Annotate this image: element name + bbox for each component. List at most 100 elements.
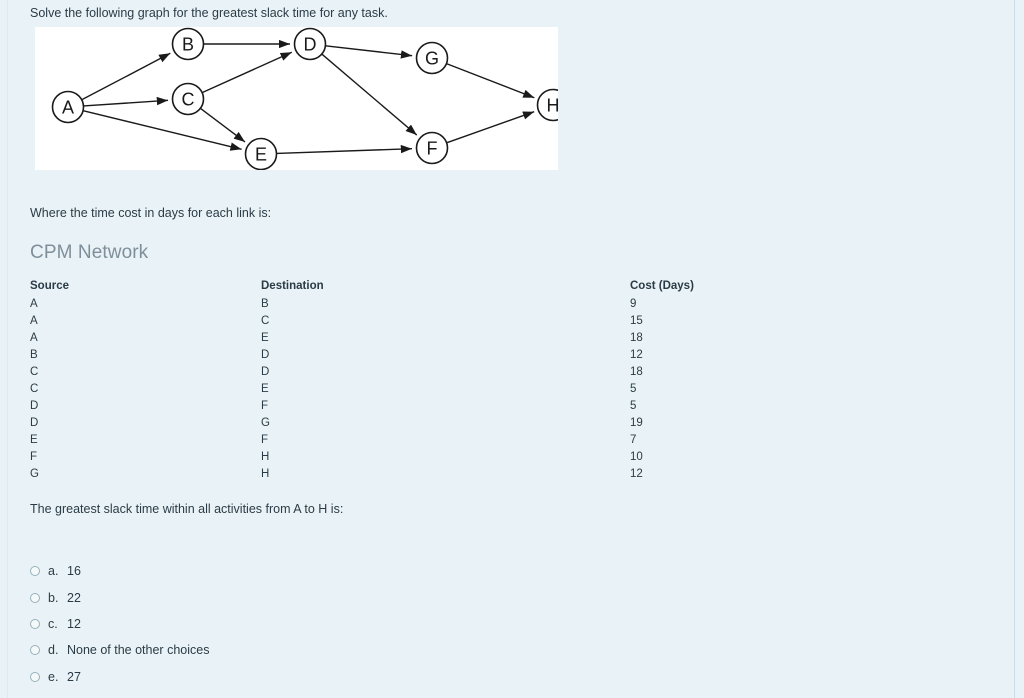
- graph-node-c: C: [171, 82, 205, 116]
- graph-node-g: G: [415, 41, 449, 75]
- graph-edge-e-f: [276, 144, 413, 155]
- cell-destination: D: [261, 349, 270, 361]
- cell-cost: 18: [630, 332, 643, 344]
- column-header-destination: Destination: [261, 280, 324, 292]
- cost-table-prompt: Where the time cost in days for each lin…: [30, 206, 272, 220]
- node-circle: [415, 131, 449, 165]
- node-label: C: [182, 90, 195, 110]
- node-circle: [171, 27, 205, 61]
- cell-destination: H: [261, 451, 270, 463]
- cell-destination: E: [261, 383, 269, 395]
- cell-cost: 10: [630, 451, 643, 463]
- cell-destination: D: [261, 366, 270, 378]
- graph-nodes: A B C D E F G H: [51, 27, 559, 170]
- question-prompt: Solve the following graph for the greate…: [30, 6, 388, 20]
- cell-destination: G: [261, 417, 270, 429]
- option-label: None of the other choices: [67, 643, 210, 658]
- cell-destination: E: [261, 332, 269, 344]
- table-header-row: Source Destination Cost (Days): [30, 278, 930, 296]
- graph-edge-f-h: [446, 111, 535, 144]
- option-letter: b.: [48, 590, 59, 605]
- node-circle: [51, 90, 85, 124]
- option-label: 16: [67, 564, 81, 579]
- cell-cost: 9: [630, 298, 637, 310]
- answer-option-a[interactable]: a. 16: [30, 558, 530, 584]
- cell-source: A: [30, 298, 38, 310]
- cell-destination: F: [261, 400, 269, 412]
- graph-node-d: D: [293, 27, 327, 61]
- option-label: 12: [67, 616, 81, 631]
- column-header-cost: Cost (Days): [630, 280, 694, 292]
- graph-edge-c-e: [199, 107, 246, 143]
- graph-edges: [81, 39, 535, 155]
- answer-options-group: a. 16 b. 22 c.12 d. None of the other choices e…: [30, 558, 530, 690]
- answer-question-text: The greatest slack time within all activ…: [30, 502, 344, 516]
- table-row: D G 19: [30, 415, 930, 432]
- node-circle: [415, 41, 449, 75]
- graph-node-h: H: [536, 88, 559, 122]
- radio-button-icon[interactable]: [30, 592, 40, 603]
- graph-edge-a-b: [81, 52, 171, 101]
- graph-node-e: E: [244, 137, 278, 170]
- node-circle: [171, 82, 205, 116]
- cell-source: E: [30, 434, 38, 446]
- option-letter: d.: [48, 643, 59, 658]
- page-title: CPM Network: [30, 242, 149, 263]
- option-letter: a.: [48, 564, 59, 579]
- column-header-source: Source: [30, 280, 69, 292]
- node-label: E: [255, 145, 267, 165]
- cell-source: F: [30, 451, 38, 463]
- table-row: F H 10: [30, 449, 930, 466]
- cell-source: D: [30, 400, 39, 412]
- cell-destination: B: [261, 298, 269, 310]
- answer-option-b[interactable]: b. 22: [30, 584, 530, 610]
- node-label: A: [62, 98, 74, 118]
- question-content: Solve the following graph for the greate…: [22, 0, 1016, 698]
- graph-node-a: A: [51, 90, 85, 124]
- graph-edge-d-g: [325, 45, 413, 59]
- node-circle: [244, 137, 278, 170]
- cell-cost: 5: [630, 400, 637, 412]
- node-label: F: [427, 139, 438, 159]
- table-row: C E 5: [30, 381, 930, 398]
- cell-source: B: [30, 349, 38, 361]
- table-row: D F 5: [30, 398, 930, 415]
- cell-cost: 19: [630, 417, 643, 429]
- answer-option-e[interactable]: e. 27: [30, 664, 530, 690]
- option-label: 22: [67, 590, 81, 605]
- graph-edge-c-d: [201, 51, 293, 94]
- cell-source: D: [30, 417, 39, 429]
- cell-source: C: [30, 383, 39, 395]
- page-frame: Solve the following graph for the greate…: [7, 0, 1015, 698]
- option-letter: e.: [48, 669, 59, 684]
- graph-edge-d-f: [321, 53, 418, 136]
- cell-destination: F: [261, 434, 269, 446]
- radio-button-icon[interactable]: [30, 618, 40, 629]
- graph-node-b: B: [171, 27, 205, 61]
- table-row: E F 7: [30, 432, 930, 449]
- cell-cost: 7: [630, 434, 637, 446]
- radio-button-icon[interactable]: [30, 566, 40, 577]
- node-label: D: [304, 35, 317, 55]
- option-label: 27: [67, 669, 81, 684]
- cpm-graph-svg: A B C D E F G H: [51, 27, 559, 170]
- cell-source: C: [30, 366, 39, 378]
- node-circle: [293, 27, 327, 61]
- cell-source: G: [30, 468, 39, 480]
- cell-cost: 15: [630, 315, 643, 327]
- answer-option-c[interactable]: c.12: [30, 611, 530, 637]
- radio-button-icon[interactable]: [30, 671, 40, 682]
- cell-destination: H: [261, 468, 270, 480]
- radio-button-icon[interactable]: [30, 645, 40, 656]
- answer-option-d[interactable]: d. None of the other choices: [30, 637, 530, 663]
- node-label: B: [182, 35, 194, 55]
- graph-node-f: F: [415, 131, 449, 165]
- cell-cost: 5: [630, 383, 637, 395]
- graph-edge-g-h: [446, 62, 535, 99]
- node-label: H: [547, 96, 559, 116]
